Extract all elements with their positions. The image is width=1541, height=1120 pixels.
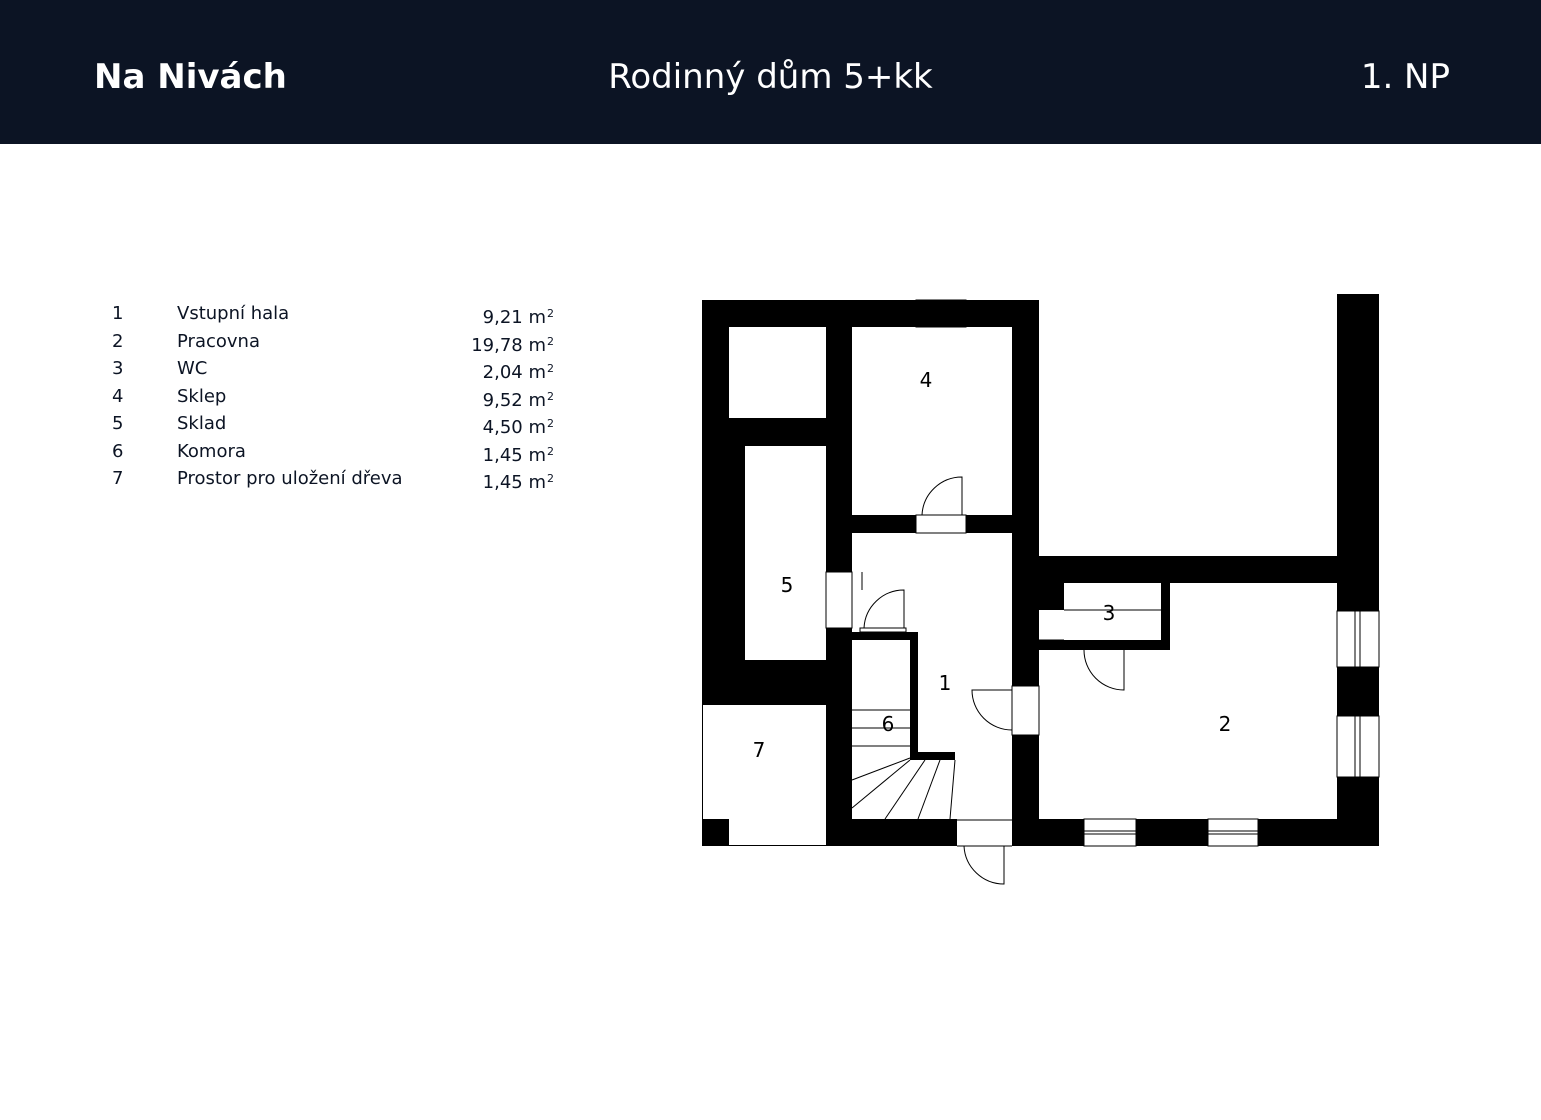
floor-label: 1. NP — [1360, 57, 1450, 97]
legend-area: 9,21 m2 — [482, 307, 554, 328]
room-label: 2 — [1219, 712, 1232, 736]
legend-area: 19,78 m2 — [471, 334, 554, 356]
legend-number: 6 — [112, 440, 124, 462]
legend-row: 5 Sklad 4,50 m2 — [108, 410, 558, 438]
legend-room-name: Sklep — [177, 385, 227, 407]
legend-area: 4,50 m2 — [482, 417, 554, 438]
room-legend: 1 Vstupní hala 9,21 m2 2 Pracovna 19,78 m2 3… — [108, 300, 558, 493]
legend-number: 1 — [112, 303, 124, 324]
legend-row: 6 Komora 1,45 m2 — [108, 438, 558, 466]
legend-row: 4 Sklep 9,52 m2 — [108, 383, 558, 411]
legend-room-name: Sklad — [177, 413, 227, 434]
legend-row: 2 Pracovna 19,78 m2 — [108, 328, 558, 356]
page-title: Rodinný dům 5+kk — [608, 57, 933, 97]
legend-room-name: Pracovna — [177, 330, 260, 352]
legend-room-name: Prostor pro uložení dřeva — [177, 468, 403, 489]
legend-room-name: WC — [177, 358, 208, 379]
room-label: 4 — [920, 368, 933, 392]
legend-area: 1,45 m2 — [482, 444, 554, 466]
brand-name: Na Nivách — [94, 57, 287, 97]
header-bar: Na Nivách Rodinný dům 5+kk 1. NP — [0, 0, 1541, 144]
room-labels: 1 2 3 4 5 6 7 — [753, 368, 1232, 762]
legend-number: 7 — [112, 468, 124, 489]
room-label: 3 — [1103, 601, 1116, 625]
floor-plan: 1 2 3 4 5 6 7 — [702, 294, 1380, 885]
door-swings — [861, 476, 1125, 885]
room-label: 5 — [781, 573, 794, 597]
legend-row: 3 WC 2,04 m2 — [108, 355, 558, 383]
legend-number: 3 — [112, 358, 124, 379]
walls — [702, 294, 1379, 846]
legend-number: 5 — [112, 413, 124, 434]
legend-number: 2 — [112, 330, 124, 352]
legend-room-name: Vstupní hala — [177, 303, 290, 324]
legend-area: 1,45 m2 — [482, 472, 554, 493]
legend-number: 4 — [112, 385, 124, 407]
legend-area: 9,52 m2 — [482, 389, 554, 411]
room-label: 1 — [939, 671, 952, 695]
legend-room-name: Komora — [177, 440, 246, 462]
thin-lines — [702, 299, 1380, 847]
legend-row: 7 Prostor pro uložení dřeva 1,45 m2 — [108, 465, 558, 493]
room-label: 6 — [882, 712, 895, 736]
legend-area: 2,04 m2 — [482, 362, 554, 383]
legend-row: 1 Vstupní hala 9,21 m2 — [108, 300, 558, 328]
room-label: 7 — [753, 738, 766, 762]
